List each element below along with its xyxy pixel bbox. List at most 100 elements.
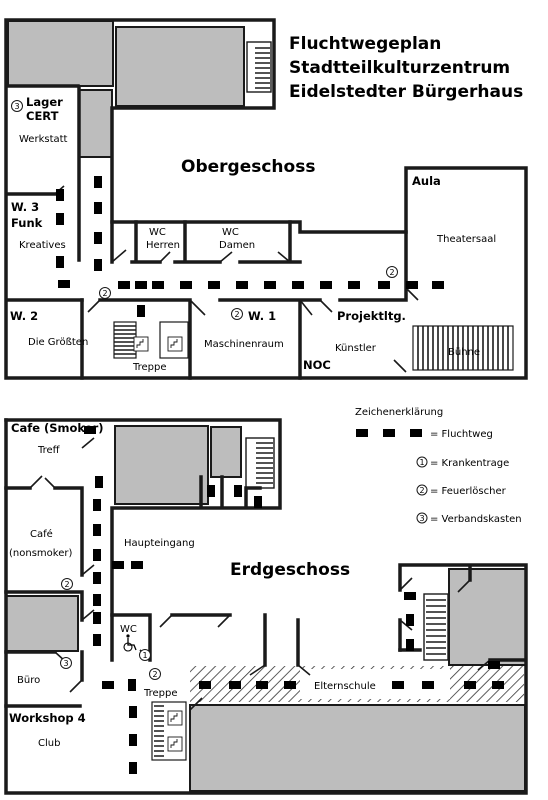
room-label-elternschule: Elternschule <box>314 681 376 692</box>
ground-inner-wall <box>4 486 526 708</box>
room-label-treppe-ground: Treppe <box>143 688 178 699</box>
room-label-die-groessten: Die Größten <box>28 337 88 348</box>
fluchtweg-icon <box>207 485 215 497</box>
stair-direction-icon <box>133 336 149 352</box>
title-line-1: Fluchtwegeplan <box>289 34 441 54</box>
fluchtweg-icon <box>422 681 434 689</box>
gray-block <box>7 20 114 87</box>
stair-upper <box>113 321 189 359</box>
fluchtweg-icon <box>320 281 332 289</box>
room-label-lager: Lager <box>26 95 63 109</box>
fluchtweg-icon <box>93 549 101 561</box>
krankentrage-icon: 1 <box>416 456 428 468</box>
title-line-2: Stadtteilkulturzentrum <box>289 58 510 78</box>
room-label-projektltg: Projektltg. <box>337 309 406 323</box>
room-label-herren: Herren <box>146 240 180 251</box>
feuerloescher-icon: 2 <box>386 266 398 278</box>
feuerloescher-icon: 2 <box>149 668 161 680</box>
legend-verbandskasten: = Verbandskasten <box>430 514 522 525</box>
room-label-w3: W. 3 <box>11 200 39 214</box>
room-label-damen: Damen <box>219 240 255 251</box>
fluchtweg-icon <box>488 661 500 669</box>
fluchtweg-icon <box>404 592 416 600</box>
fluchtweg-icon <box>292 281 304 289</box>
fluchtweg-icon <box>94 202 102 214</box>
gray-block <box>448 568 527 666</box>
room-label-maschinenraum: Maschinenraum <box>204 339 284 350</box>
fluchtweg-icon <box>180 281 192 289</box>
fluchtweg-icon <box>128 679 136 691</box>
gray-block <box>189 704 526 792</box>
room-label-wc: WC <box>120 624 137 635</box>
room-label-kreatives: Kreatives <box>19 240 66 251</box>
room-label-w1: W. 1 <box>248 309 276 323</box>
fluchtweg-icon <box>93 572 101 584</box>
fluchtweg-icon <box>56 256 64 268</box>
fluchtweg-icon <box>129 762 137 774</box>
svg-text:2: 2 <box>153 670 158 679</box>
upper-inner-wall <box>110 220 302 264</box>
gray-block <box>210 426 242 478</box>
room-label-treppe-upper: Treppe <box>132 362 167 373</box>
room-label-treff: Treff <box>37 445 61 456</box>
fluchtweg-icon <box>208 281 220 289</box>
fluchtweg-icon <box>410 429 422 437</box>
room-label-w2: W. 2 <box>10 309 38 323</box>
gray-block <box>78 89 113 158</box>
fluchtweg-icon <box>94 176 102 188</box>
room-label-wc-damen: WC <box>222 227 239 238</box>
ground-outer-wall <box>4 418 282 617</box>
fluchtweg-icon <box>392 681 404 689</box>
door-swing <box>29 437 491 711</box>
svg-text:3: 3 <box>64 659 69 668</box>
feuerloescher-icon: 2 <box>61 578 73 590</box>
svg-text:2: 2 <box>420 486 425 495</box>
floor-label-upper: Obergeschoss <box>181 157 315 177</box>
stage-buehne <box>412 325 514 371</box>
fluchtweg-icon <box>56 189 64 201</box>
fluchtweg-icon <box>234 485 242 497</box>
fluchtweg-icon <box>131 561 143 569</box>
room-label-club: Club <box>38 738 60 749</box>
stair-ground-top <box>245 437 275 489</box>
fluchtweg-icon <box>137 305 145 317</box>
upper-inner-wall <box>6 84 84 302</box>
room-label-wc-herren: WC <box>149 227 166 238</box>
fluchtweg-icon <box>284 681 296 689</box>
fluchtweg-icon <box>406 614 414 626</box>
fluchtweg-icon <box>84 426 96 434</box>
legend-krankentrage: = Krankentrage <box>430 458 509 469</box>
plan-title: Fluchtwegeplan Stadtteilkulturzentrum Ei… <box>289 34 523 102</box>
fluchtweg-icon <box>94 259 102 271</box>
room-label-noc: NOC <box>303 358 331 372</box>
svg-text:2: 2 <box>65 580 70 589</box>
stair-direction-icon <box>167 336 183 352</box>
fluchtweg-icon <box>199 681 211 689</box>
verbandskasten-icon: 3 <box>416 512 428 524</box>
legend-feuerloescher: = Feuerlöscher <box>430 486 507 497</box>
wheelchair-icon <box>123 634 137 652</box>
fluchtweg-icon <box>236 281 248 289</box>
title-line-3: Eidelstedter Bürgerhaus <box>289 82 523 102</box>
fluchtweg-icon <box>383 429 395 437</box>
fluchtweg-icon <box>152 281 164 289</box>
stair-direction-icon <box>167 736 183 752</box>
legend-title: Zeichenerklärung <box>355 407 443 418</box>
fluchtweg-icon <box>406 639 414 651</box>
fluchtweg-icon <box>464 681 476 689</box>
fluchtweg-icon <box>135 281 147 289</box>
ground-outer-wall <box>4 418 528 795</box>
fluchtweg-icon <box>102 681 114 689</box>
room-label-cert: CERT <box>26 109 59 123</box>
svg-text:2: 2 <box>103 289 108 298</box>
svg-text:3: 3 <box>420 514 425 523</box>
room-label-theatersaal: Theatersaal <box>436 234 496 245</box>
fluchtweg-icon <box>256 681 268 689</box>
svg-text:2: 2 <box>390 268 395 277</box>
fluchtweg-icon <box>93 499 101 511</box>
fluchtweg-icon <box>264 281 276 289</box>
room-label-buehne: Bühne <box>448 347 480 358</box>
gray-block <box>5 595 79 652</box>
gray-block <box>114 425 209 505</box>
fluchtweg-icon <box>254 496 262 508</box>
